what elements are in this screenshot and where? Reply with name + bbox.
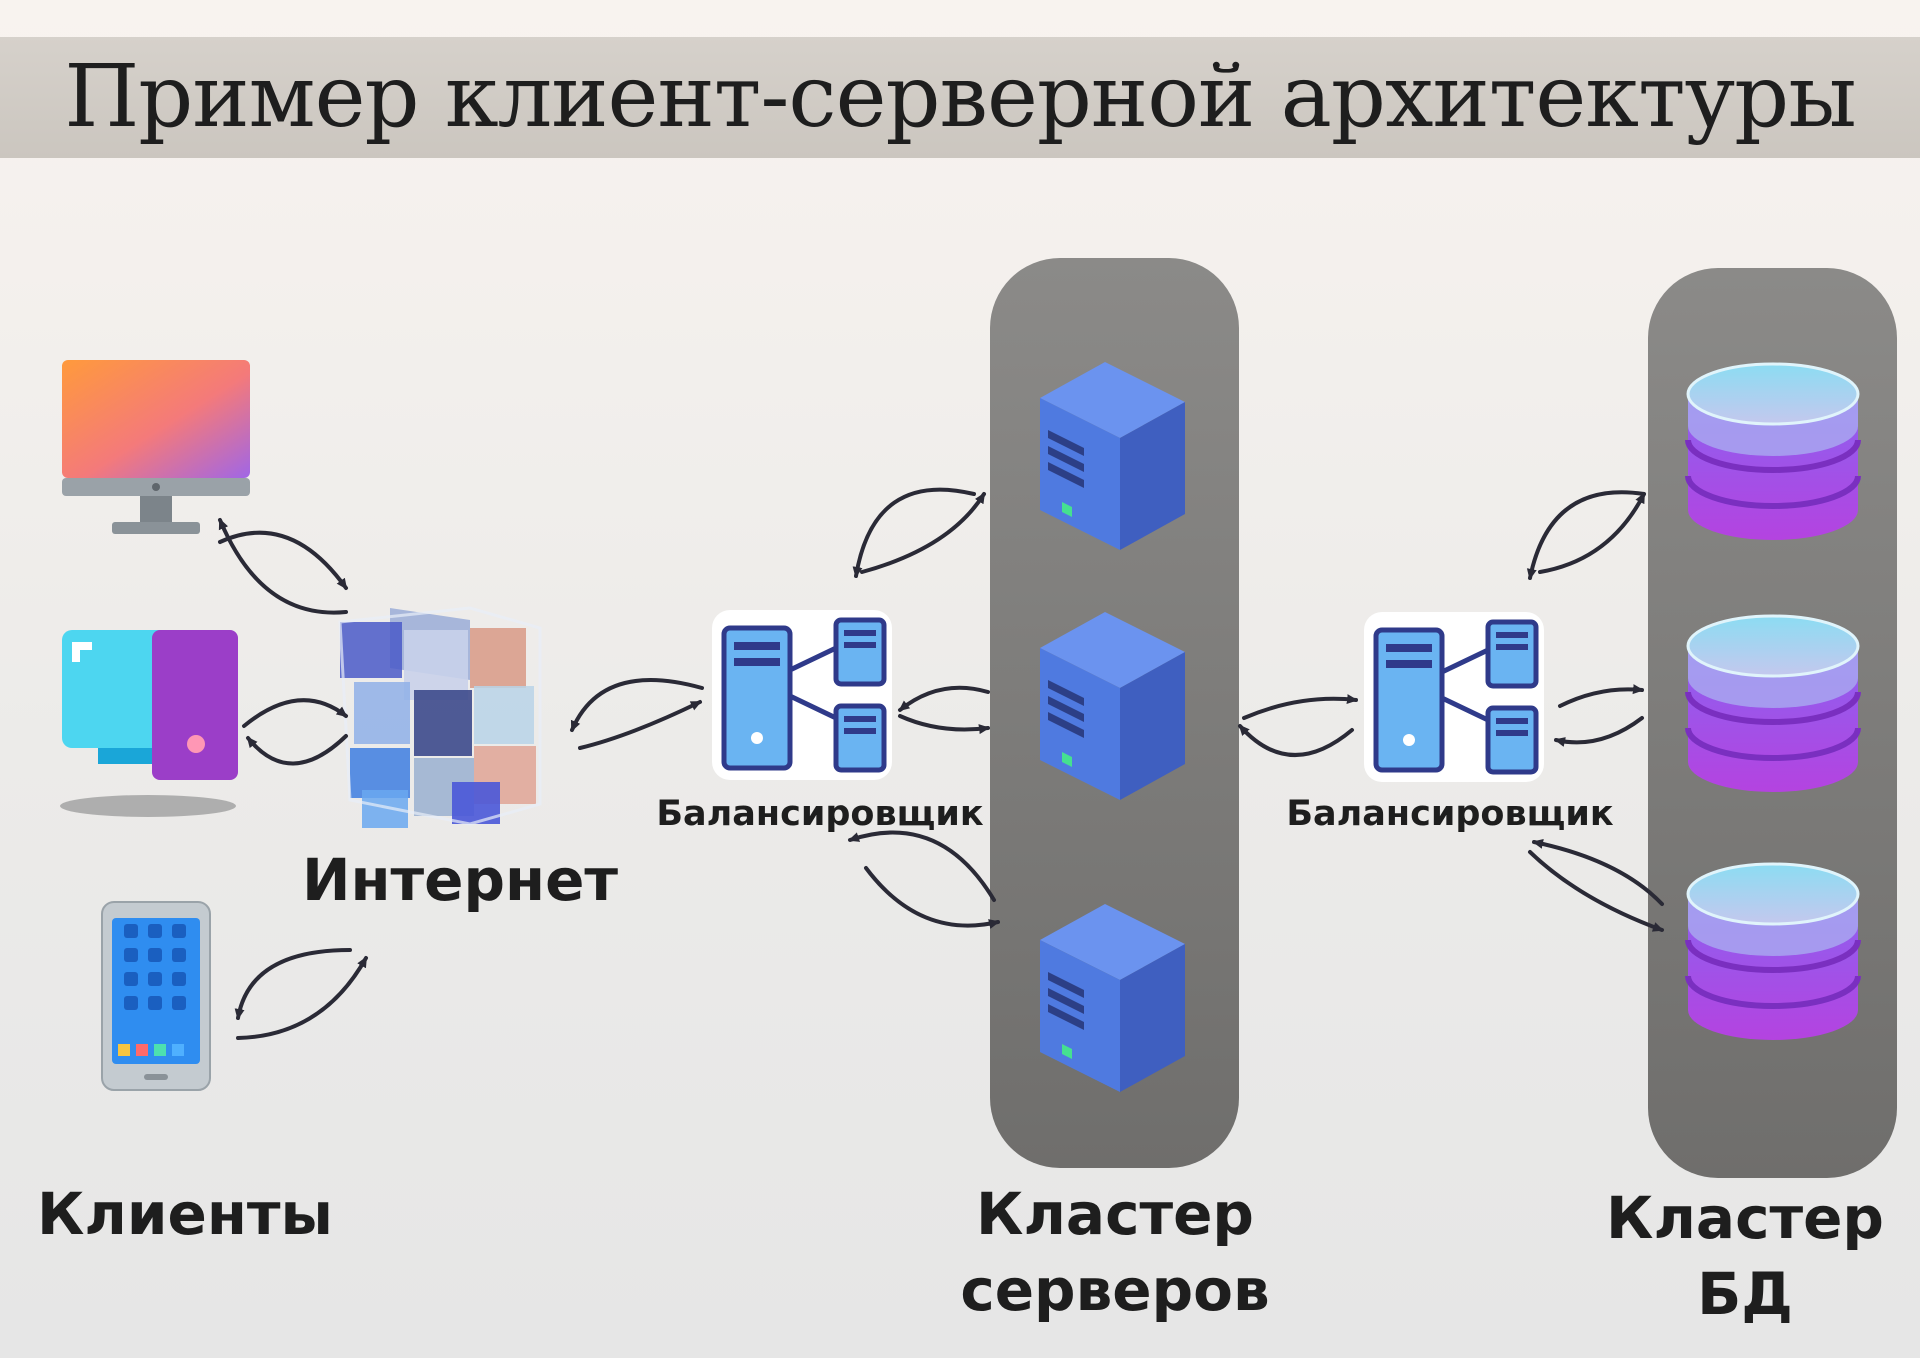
db-cluster-label-line1: Кластер xyxy=(1606,1184,1884,1252)
connection-arrows xyxy=(218,487,1664,1040)
database-icon-1 xyxy=(1688,364,1858,540)
balancer-label-right: Балансировщик xyxy=(1286,794,1614,834)
server-icon-2 xyxy=(1040,612,1185,800)
database-icon-3 xyxy=(1688,864,1858,1040)
db-cluster-label: Кластер БД xyxy=(1590,1180,1900,1332)
glass-cube-network-icon xyxy=(338,606,542,828)
server-cluster-label-line1: Кластер xyxy=(976,1180,1254,1248)
balancer-label-left: Балансировщик xyxy=(656,794,984,834)
server-cluster-label-line2: серверов xyxy=(960,1256,1270,1324)
title-band xyxy=(0,37,1920,158)
db-cluster-label-line2: БД xyxy=(1697,1260,1793,1328)
database-icon-2 xyxy=(1688,616,1858,792)
server-icon-1 xyxy=(1040,362,1185,550)
desktop-monitor-icon xyxy=(62,360,250,534)
server-icon-3 xyxy=(1040,904,1185,1092)
server-cluster-label: Кластер серверов xyxy=(930,1176,1300,1328)
load-balancer-icon-left xyxy=(712,610,892,780)
load-balancer-icon-right xyxy=(1364,612,1544,782)
internet-label: Интернет xyxy=(301,846,619,914)
page-title: Пример клиент-серверной архитектуры xyxy=(64,47,1856,147)
smartphone-icon xyxy=(101,901,211,1091)
desktop-pc-icon xyxy=(60,630,238,817)
clients-label: Клиенты xyxy=(36,1180,333,1248)
